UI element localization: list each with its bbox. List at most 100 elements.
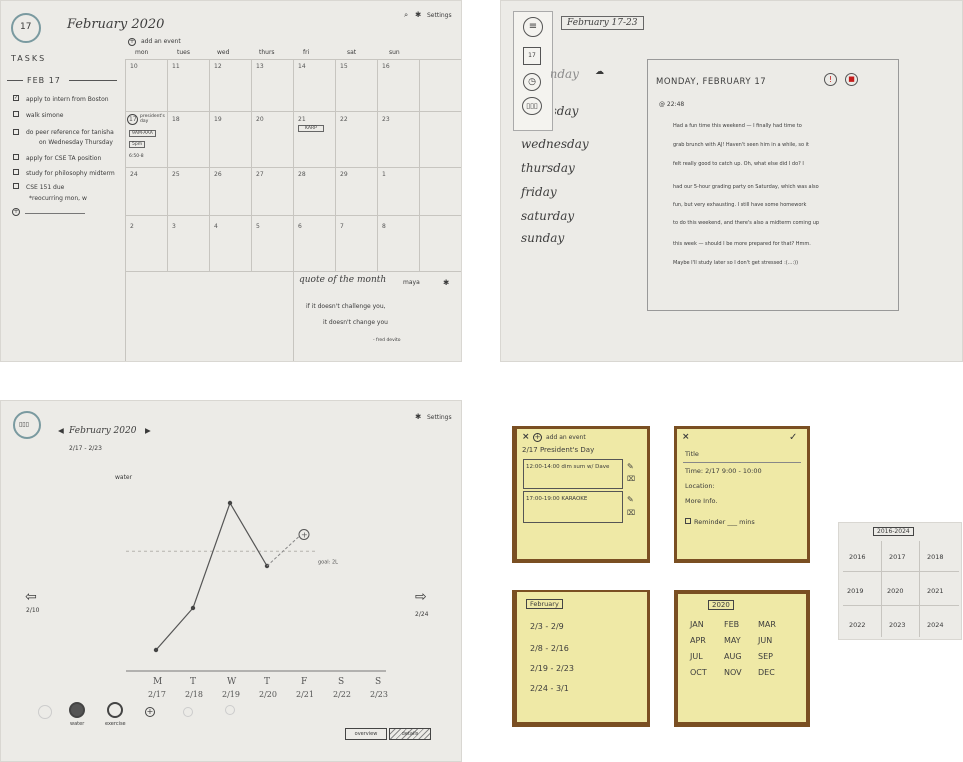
day-cell[interactable]: 6 [298,223,302,230]
reminder-checkbox[interactable] [685,518,691,524]
close-icon[interactable]: × [522,432,530,442]
clock-icon[interactable]: ◷ [523,73,541,91]
more-info-field[interactable]: More Info. [685,497,718,505]
week-option[interactable]: 2/24 - 3/1 [530,684,569,693]
bottles-icon[interactable] [13,411,41,439]
view-toggle-details[interactable]: details [389,728,431,740]
add-event-icon[interactable]: + [128,38,136,46]
next-week-arrow[interactable]: ⇨ [415,589,427,605]
prev-month-arrow[interactable]: ◀ [58,426,64,435]
year-option[interactable]: 2022 [849,621,866,629]
weekday-item[interactable]: thursday [521,161,575,175]
year-option[interactable]: 2021 [927,587,944,595]
task-checkbox[interactable] [13,154,19,160]
month-option[interactable]: SEP [758,652,773,661]
add-task-input[interactable] [25,213,85,214]
month-option[interactable]: MAR [758,620,776,629]
event-chip[interactable]: president's day [140,114,165,124]
next-month-arrow[interactable]: ▶ [145,426,151,435]
add-event-label[interactable]: add an event [141,38,181,45]
event-chip[interactable]: 6:50-8 [129,154,144,159]
week-option[interactable]: 2/8 - 2/16 [530,644,569,653]
day-cell[interactable]: 8 [382,223,386,230]
x-date-label[interactable]: 2/17 [148,690,166,699]
data-point[interactable] [227,500,233,506]
month-option[interactable]: MAY [724,636,741,645]
edit-icon[interactable]: ✎ [627,495,634,504]
settings-label[interactable]: Settings [427,414,452,421]
day-cell[interactable]: 22 [340,116,348,123]
x-date-label[interactable]: 2/23 [370,690,388,699]
title-field[interactable]: Title [685,450,699,458]
day-cell[interactable]: 21 [298,116,306,123]
weekday-item[interactable]: wednesday [521,137,589,151]
x-date-label[interactable]: 2/20 [259,690,277,699]
weekday-item[interactable]: sunday [521,231,565,245]
add-event-header[interactable]: add an event [546,434,586,441]
month-option[interactable]: NOV [724,668,742,677]
month-picker-year[interactable]: 2020 [708,600,734,610]
day-cell[interactable]: 12 [214,63,222,70]
day-cell[interactable]: 3 [172,223,176,230]
water-filter-icon[interactable] [69,702,85,718]
lock-icon[interactable]: ⌧ [627,475,636,483]
settings-label[interactable]: Settings [427,12,452,19]
month-option[interactable]: JAN [690,620,704,629]
year-option[interactable]: 2024 [927,621,944,629]
event-item[interactable] [523,491,623,523]
data-point[interactable] [153,647,159,653]
week-picker-month[interactable]: February [526,599,563,609]
day-cell[interactable]: 26 [214,171,222,178]
day-cell[interactable]: 18 [172,116,180,123]
week-title[interactable]: February 17-23 [561,16,644,30]
add-data-point-icon[interactable] [298,529,310,540]
task-checkbox[interactable] [13,183,19,189]
weekday-item[interactable]: tuesday [531,104,579,118]
calendar-icon[interactable]: 17 [523,47,541,65]
add-filter-icon[interactable]: + [145,707,155,717]
day-cell[interactable]: 20 [256,116,264,123]
day-cell[interactable]: 1 [382,171,386,178]
x-date-label[interactable]: 2/21 [296,690,314,699]
year-option[interactable]: 2018 [927,553,944,561]
settings-gear-icon[interactable]: ✱ [415,10,422,19]
day-cell[interactable]: 29 [340,171,348,178]
reminder-field[interactable]: Reminder ___ mins [694,518,755,526]
event-item[interactable] [523,459,623,489]
close-icon[interactable]: × [682,432,690,442]
day-cell[interactable]: 11 [172,63,180,70]
day-cell[interactable]: 13 [256,63,264,70]
event-chip[interactable]: KARP [298,125,324,132]
week-option[interactable]: 2/19 - 2/23 [530,664,574,673]
delete-icon[interactable]: ■ [845,73,858,86]
year-option[interactable]: 2023 [889,621,906,629]
day-cell[interactable]: 10 [130,63,138,70]
month-option[interactable]: JUN [758,636,773,645]
month-option[interactable]: DEC [758,668,775,677]
filter-icon-disabled[interactable] [38,705,52,719]
month-option[interactable]: AUG [724,652,742,661]
day-cell[interactable]: 14 [298,63,306,70]
day-cell[interactable]: 7 [340,223,344,230]
lock-icon[interactable]: ⌧ [627,509,636,517]
task-checkbox[interactable] [13,111,19,117]
day-cell[interactable]: 27 [256,171,264,178]
day-cell[interactable]: 2 [130,223,134,230]
quote-settings-icon[interactable]: ✱ [443,278,450,287]
menu-icon[interactable]: ≡ [523,17,543,37]
day-cell[interactable]: 23 [382,116,390,123]
month-option[interactable]: FEB [724,620,740,629]
settings-gear-icon[interactable]: ✱ [415,412,422,421]
bottles-icon[interactable]: ▯▯▯ [522,97,542,115]
day-cell-today[interactable]: 17 [129,116,137,123]
exercise-filter-icon[interactable] [107,702,123,718]
x-date-label[interactable]: 2/22 [333,690,351,699]
data-point[interactable] [190,605,196,611]
day-cell[interactable]: 25 [172,171,180,178]
prev-week-arrow[interactable]: ⇦ [25,589,37,605]
year-range[interactable]: 2016-2024 [873,527,914,536]
day-cell[interactable]: 19 [214,116,222,123]
search-icon[interactable]: ⌕ [404,10,409,19]
month-option[interactable]: JUL [690,652,703,661]
confirm-check-icon[interactable]: ✓ [789,432,798,443]
